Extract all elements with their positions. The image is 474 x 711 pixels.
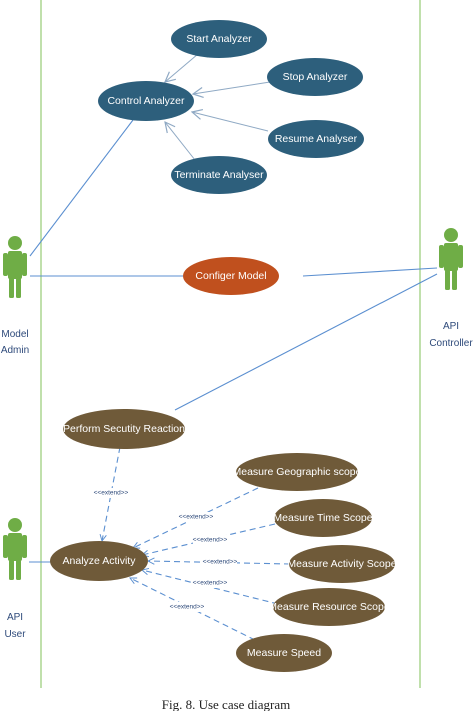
- use-case-label: Terminate Analyser: [174, 169, 264, 181]
- extend-label-speed: <<extend>>: [170, 604, 205, 611]
- extend-label-activity-scope: <<extend>>: [203, 559, 238, 566]
- extend-labels: <<extend>> <<extend>> <<extend>> <<exten…: [94, 488, 238, 612]
- extend-security-to-activity: [102, 446, 121, 541]
- assoc-controller-security: [174, 273, 438, 411]
- use-case-analyze-activity[interactable]: Analyze Activity: [50, 541, 148, 581]
- actor-label-line1: API: [7, 612, 23, 623]
- stick-figure-icon: [439, 228, 463, 290]
- use-case-label: Resume Analyser: [275, 133, 358, 145]
- generalization-resume-to-control: [192, 112, 269, 132]
- actor-api-controller[interactable]: API Controller: [429, 228, 473, 349]
- use-case-label: Configer Model: [195, 270, 266, 282]
- use-case-measure-time-scope[interactable]: Measure Time Scope: [273, 499, 373, 537]
- use-case-start-analyzer[interactable]: Start Analyzer: [171, 20, 267, 58]
- stick-figure-icon: [3, 236, 27, 298]
- generalization-start-to-control: [165, 53, 199, 82]
- actor-label-line1: API: [443, 321, 459, 332]
- actor-label-line2: Controller: [429, 338, 473, 349]
- use-case-label: Stop Analyzer: [283, 71, 348, 83]
- use-case-label: Perform Secutity Reaction: [63, 423, 185, 435]
- use-case-terminate-analyser[interactable]: Terminate Analyser: [171, 156, 267, 194]
- use-case-resume-analyser[interactable]: Resume Analyser: [268, 120, 364, 158]
- use-case-measure-activity-scope[interactable]: Measure Activity Scope: [287, 545, 397, 583]
- actor-model-admin[interactable]: Model Admin: [1, 236, 29, 356]
- use-case-measure-speed[interactable]: Measure Speed: [236, 634, 332, 672]
- extend-time-to-activity: [142, 523, 276, 555]
- extend-label-time: <<extend>>: [193, 537, 228, 544]
- generalization-terminate-to-control: [165, 122, 196, 161]
- use-case-configer-model[interactable]: Configer Model: [183, 257, 279, 295]
- figure-caption: Fig. 8. Use case diagram: [162, 697, 291, 711]
- actor-label-line1: Model: [1, 329, 28, 340]
- extend-label-security: <<extend>>: [94, 490, 129, 497]
- associations: [29, 119, 438, 563]
- actor-label-line2: Admin: [1, 345, 29, 356]
- use-case-label: Measure Time Scope: [273, 512, 372, 524]
- use-case-stop-analyzer[interactable]: Stop Analyzer: [267, 58, 363, 96]
- actor-label-line2: User: [4, 629, 26, 640]
- use-case-measure-geographic-scope[interactable]: Measure Geographic scope: [233, 453, 362, 491]
- extend-geographic-to-activity: [133, 487, 259, 548]
- use-case-label: Measure Geographic scope: [233, 466, 362, 478]
- generalization-arrows: [165, 53, 271, 161]
- use-case-label: Analyze Activity: [63, 555, 137, 567]
- extend-label-geographic: <<extend>>: [179, 514, 214, 521]
- extend-label-resource: <<extend>>: [193, 580, 228, 587]
- actor-api-user[interactable]: API User: [3, 518, 27, 640]
- use-case-perform-security-reaction[interactable]: Perform Secutity Reaction: [63, 409, 185, 449]
- assoc-admin-control: [29, 119, 134, 257]
- use-case-label: Measure Activity Scope: [287, 558, 396, 570]
- extend-speed-to-activity: [130, 578, 256, 641]
- assoc-configer-controller: [302, 267, 438, 277]
- generalization-stop-to-control: [193, 81, 271, 94]
- use-case-label: Measure Speed: [247, 647, 321, 659]
- use-case-label: Start Analyzer: [186, 33, 252, 45]
- use-case-measure-resource-scope[interactable]: Measure Resource Scope: [268, 588, 390, 626]
- stick-figure-icon: [3, 518, 27, 580]
- use-case-label: Control Analyzer: [107, 95, 185, 107]
- use-case-control-analyzer[interactable]: Control Analyzer: [98, 81, 194, 121]
- use-case-label: Measure Resource Scope: [268, 601, 390, 613]
